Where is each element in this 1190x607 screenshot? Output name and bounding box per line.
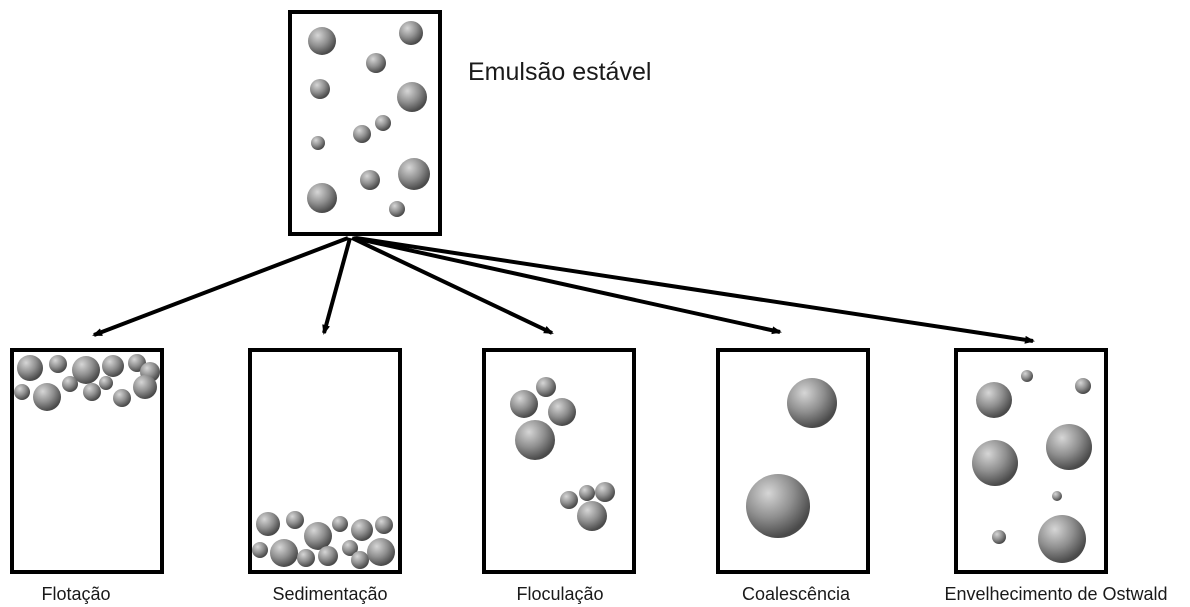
stable-emulsion-droplets [307, 21, 430, 217]
stable-emulsion-box [288, 10, 442, 236]
flotacao-label: Flotação [41, 584, 111, 604]
sedimentacao-droplets [252, 511, 395, 569]
floculacao-droplets [510, 377, 615, 531]
coalescencia-label: Coalescência [741, 584, 851, 604]
sedimentacao-label: Sedimentação [272, 584, 388, 604]
ostwald-box [954, 348, 1108, 574]
arrow-to-sedimentacao [322, 237, 352, 335]
arrow-to-ostwald [355, 236, 1035, 344]
flotacao-droplets [14, 354, 160, 411]
coalescencia-box [716, 348, 870, 574]
flotacao-box [10, 348, 164, 574]
stable-emulsion-label: Emulsão estável [468, 58, 652, 86]
arrow-to-coalescencia [353, 236, 782, 335]
arrow-to-flotacao [92, 236, 349, 337]
floculacao-label: Floculação [516, 584, 604, 604]
arrow-to-floculacao [351, 236, 554, 335]
sedimentacao-box [248, 348, 402, 574]
ostwald-droplets [972, 370, 1092, 563]
floculacao-box [482, 348, 636, 574]
coalescencia-droplets [746, 378, 837, 538]
ostwald-label: Envelhecimento de Ostwald [944, 584, 1168, 604]
arrows [92, 236, 1035, 344]
